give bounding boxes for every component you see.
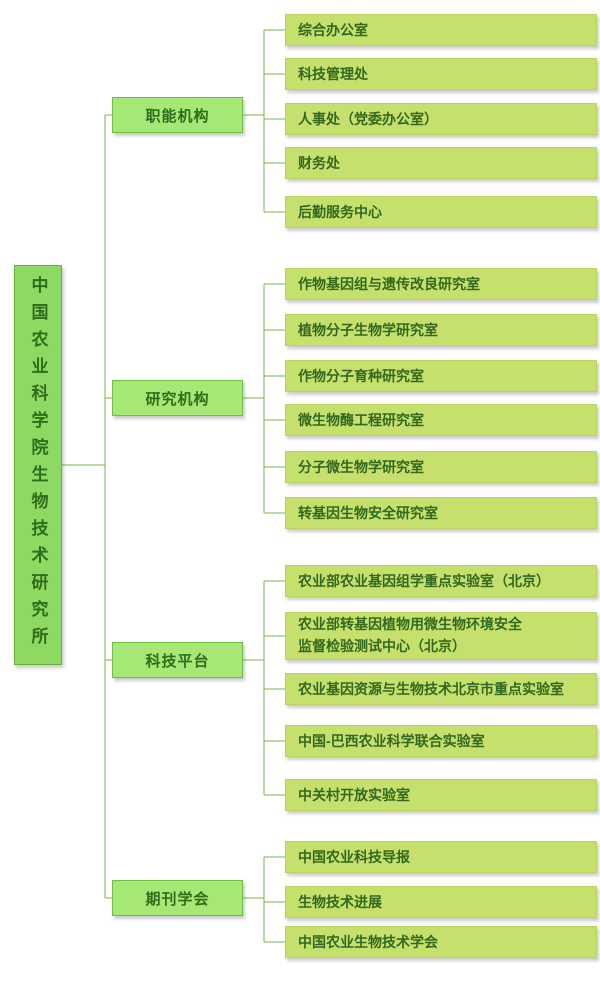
leaf-node: 微生物酶工程研究室 <box>285 404 597 436</box>
leaf-node: 财务处 <box>285 147 597 179</box>
leaf-node: 分子微生物学研究室 <box>285 451 597 483</box>
leaf-label: 植物分子生物学研究室 <box>298 322 438 338</box>
leaf-label: 作物分子育种研究室 <box>298 368 424 384</box>
leaf-label: 中国农业科技导报 <box>298 849 410 865</box>
leaf-label: 综合办公室 <box>298 22 368 38</box>
leaf-label: 中国农业生物技术学会 <box>298 934 438 950</box>
leaf-node: 中关村开放实验室 <box>285 779 597 811</box>
leaf-label: 分子微生物学研究室 <box>298 459 424 475</box>
leaf-node: 中国农业科技导报 <box>285 841 597 873</box>
leaf-label: 农业基因资源与生物技术北京市重点实验室 <box>298 681 564 697</box>
leaf-label: 后勤服务中心 <box>298 204 382 220</box>
leaf-node: 植物分子生物学研究室 <box>285 314 597 346</box>
leaf-label: 作物基因组与遗传改良研究室 <box>298 276 480 292</box>
leaf-node: 转基因生物安全研究室 <box>285 497 597 529</box>
root-node: 中国农业科学院生物技术研究所 <box>14 265 62 665</box>
leaf-label: 中国-巴西农业科学联合实验室 <box>298 733 485 749</box>
leaf-label: 科技管理处 <box>298 66 368 82</box>
root-node-label: 中国农业科学院生物技术研究所 <box>28 276 48 654</box>
leaf-node: 农业基因资源与生物技术北京市重点实验室 <box>285 673 597 705</box>
leaf-label: 中关村开放实验室 <box>298 787 410 803</box>
branch-label: 期刊学会 <box>145 890 210 908</box>
leaf-node: 后勤服务中心 <box>285 196 597 228</box>
branch-sci-tech-platforms: 科技平台 <box>112 642 243 678</box>
branch-label: 研究机构 <box>145 390 210 408</box>
leaf-label: 农业部农业基因组学重点实验室（北京） <box>298 573 550 589</box>
branch-label: 科技平台 <box>145 652 210 670</box>
leaf-node: 农业部农业基因组学重点实验室（北京） <box>285 565 597 597</box>
branch-journals-societies: 期刊学会 <box>112 880 243 916</box>
leaf-node: 综合办公室 <box>285 14 597 46</box>
leaf-node: 中国农业生物技术学会 <box>285 926 597 958</box>
leaf-label: 生物技术进展 <box>298 894 382 910</box>
leaf-label: 人事处（党委办公室） <box>298 111 438 127</box>
leaf-node: 人事处（党委办公室） <box>285 103 597 135</box>
leaf-node: 科技管理处 <box>285 58 597 90</box>
leaf-node: 作物基因组与遗传改良研究室 <box>285 268 597 300</box>
leaf-node: 生物技术进展 <box>285 886 597 918</box>
leaf-label: 农业部转基因植物用微生物环境安全监督检验测试中心（北京） <box>298 616 522 654</box>
leaf-node: 农业部转基因植物用微生物环境安全监督检验测试中心（北京） <box>285 612 597 660</box>
branch-label: 职能机构 <box>145 107 210 125</box>
leaf-node: 中国-巴西农业科学联合实验室 <box>285 725 597 757</box>
leaf-label: 微生物酶工程研究室 <box>298 412 424 428</box>
leaf-node: 作物分子育种研究室 <box>285 360 597 392</box>
leaf-label: 转基因生物安全研究室 <box>298 505 438 521</box>
leaf-label: 财务处 <box>298 155 340 171</box>
branch-research-units: 研究机构 <box>112 380 243 416</box>
branch-functional-departments: 职能机构 <box>112 97 243 133</box>
